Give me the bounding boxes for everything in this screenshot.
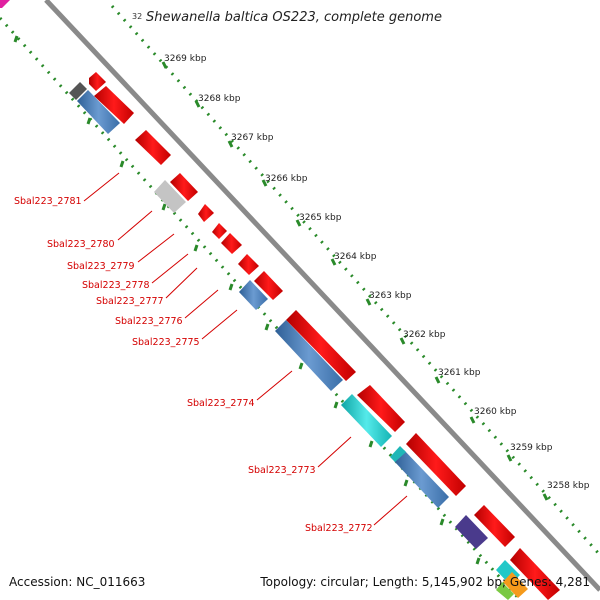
edge-tick-label: 32 bbox=[132, 12, 143, 21]
label-leaders bbox=[83, 172, 408, 526]
inner-tick-scale bbox=[0, 17, 522, 600]
kbp-label: 3262 kbp bbox=[403, 330, 446, 340]
gene-label[interactable]: Sbal223_2776 bbox=[115, 316, 183, 327]
kbp-label: 3268 kbp bbox=[198, 94, 241, 104]
kbp-label: 3264 kbp bbox=[334, 252, 377, 262]
kbp-label: 3265 kbp bbox=[299, 213, 342, 223]
gene-block[interactable] bbox=[496, 582, 514, 600]
gene-block[interactable] bbox=[394, 450, 449, 508]
gene-arrow[interactable] bbox=[170, 173, 198, 201]
gene-block[interactable] bbox=[77, 90, 120, 134]
gene-block[interactable] bbox=[275, 320, 343, 391]
gene-label[interactable]: Sbal223_2779 bbox=[67, 261, 135, 272]
gene-block[interactable] bbox=[503, 572, 528, 598]
gene-arrow[interactable] bbox=[510, 548, 560, 600]
gene-block[interactable] bbox=[455, 515, 488, 549]
kbp-label: 3269 kbp bbox=[164, 54, 207, 64]
genome-summary-text: Topology: circular; Length: 5,145,902 bp… bbox=[260, 575, 590, 589]
kbp-label: 3258 kbp bbox=[547, 481, 590, 491]
map-title: Shewanella baltica OS223, complete genom… bbox=[146, 10, 442, 25]
kbp-label: 3266 kbp bbox=[265, 174, 308, 184]
gene-block[interactable] bbox=[390, 446, 406, 462]
kbp-label: 3259 kbp bbox=[510, 443, 553, 453]
gene-arrow[interactable] bbox=[212, 223, 227, 239]
forward-strand-features bbox=[89, 72, 560, 600]
gene-block[interactable] bbox=[239, 280, 268, 310]
gene-label[interactable]: Sbal223_2778 bbox=[82, 280, 150, 291]
reverse-strand-features bbox=[69, 82, 528, 600]
gene-label[interactable]: Sbal223_2780 bbox=[47, 239, 115, 250]
gene-block[interactable] bbox=[341, 394, 392, 447]
gene-labels: Sbal223_2781 Sbal223_2780 Sbal223_2779 S… bbox=[14, 196, 373, 534]
gene-label[interactable]: Sbal223_2775 bbox=[132, 337, 200, 348]
gene-block[interactable] bbox=[154, 180, 186, 213]
gene-arrow[interactable] bbox=[474, 505, 515, 547]
gene-label[interactable]: Sbal223_2781 bbox=[14, 196, 82, 207]
gene-label[interactable]: Sbal223_2774 bbox=[187, 398, 255, 409]
kbp-labels: 3269 kbp 3268 kbp 3267 kbp 3266 kbp 3265… bbox=[164, 54, 590, 491]
genome-backbone bbox=[44, 0, 600, 592]
outer-tick-scale bbox=[110, 5, 600, 556]
gene-arrow[interactable] bbox=[198, 204, 214, 222]
kbp-label: 3261 kbp bbox=[438, 368, 481, 378]
gene-label[interactable]: Sbal223_2773 bbox=[248, 465, 316, 476]
gene-arrow[interactable] bbox=[94, 86, 134, 124]
gene-arrow[interactable] bbox=[254, 271, 283, 300]
gene-arrow[interactable] bbox=[221, 233, 242, 254]
gene-arrow[interactable] bbox=[89, 72, 106, 91]
gene-arrow[interactable] bbox=[135, 130, 171, 165]
gene-label[interactable]: Sbal223_2772 bbox=[305, 523, 373, 534]
kbp-label: 3260 kbp bbox=[474, 407, 517, 417]
gene-block bbox=[0, 0, 10, 8]
kbp-ticks bbox=[161, 61, 549, 501]
accession-text: Accession: NC_011663 bbox=[9, 575, 146, 589]
inner-major-ticks bbox=[13, 35, 481, 565]
gene-arrow[interactable] bbox=[286, 310, 356, 381]
gene-arrow[interactable] bbox=[357, 385, 405, 432]
gene-arrow[interactable] bbox=[406, 433, 466, 496]
kbp-label: 3267 kbp bbox=[231, 133, 274, 143]
gene-label[interactable]: Sbal223_2777 bbox=[96, 296, 164, 307]
gene-arrow[interactable] bbox=[238, 254, 259, 275]
gene-block[interactable] bbox=[69, 82, 87, 100]
kbp-label: 3263 kbp bbox=[369, 291, 412, 301]
